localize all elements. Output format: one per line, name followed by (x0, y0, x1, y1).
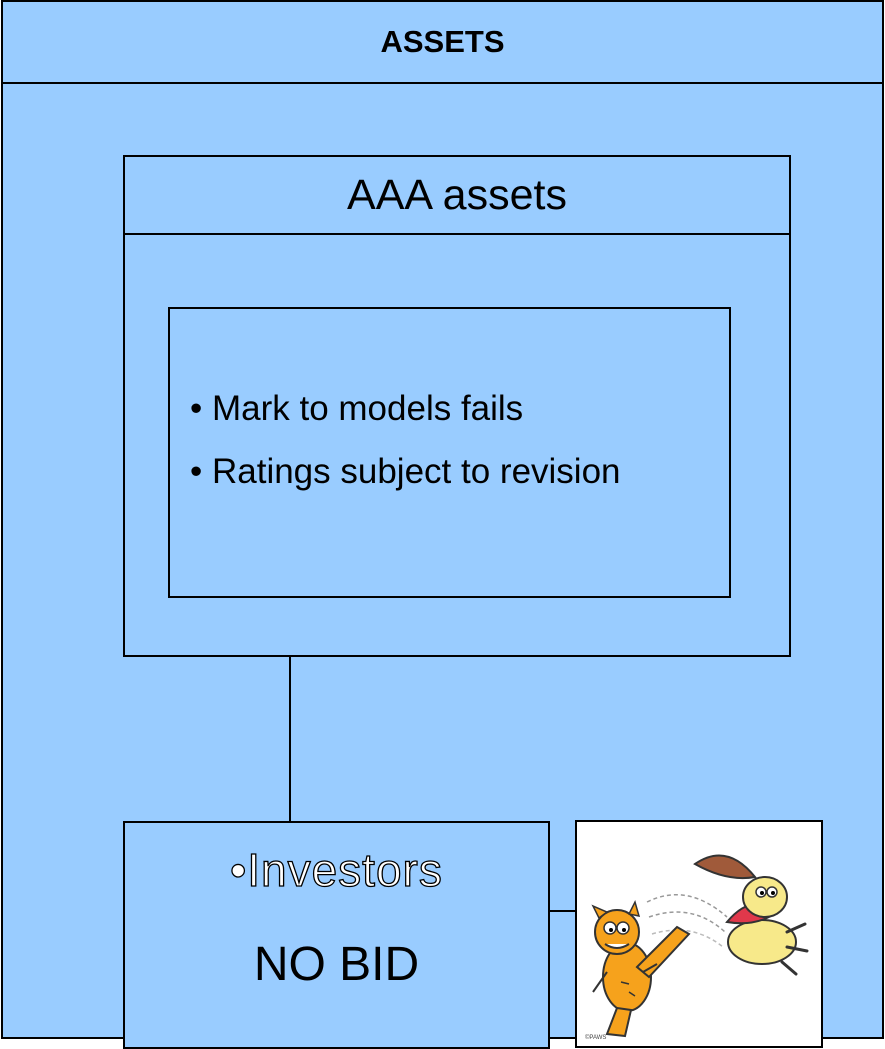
no-bid-label: NO BID (253, 938, 420, 991)
cartoon-kick-illustration (591, 854, 809, 1038)
cartoon-image: ©PAWS (575, 820, 823, 1048)
bullet-ratings-revision: • Ratings subject to revision (190, 452, 621, 491)
assets-title: ASSETS (1, 0, 884, 84)
investors-label: •Investors (229, 843, 443, 896)
connector-line-horizontal (548, 910, 576, 912)
aaa-assets-notes-box: • Mark to models fails • Ratings subject… (168, 307, 731, 598)
connector-line-vertical (289, 657, 291, 823)
aaa-assets-title: AAA assets (123, 155, 791, 235)
cartoon-copyright: ©PAWS (585, 1035, 607, 1041)
bullet-mark-to-models: • Mark to models fails (190, 389, 524, 428)
investors-box: •Investors NO BID (123, 821, 550, 1049)
